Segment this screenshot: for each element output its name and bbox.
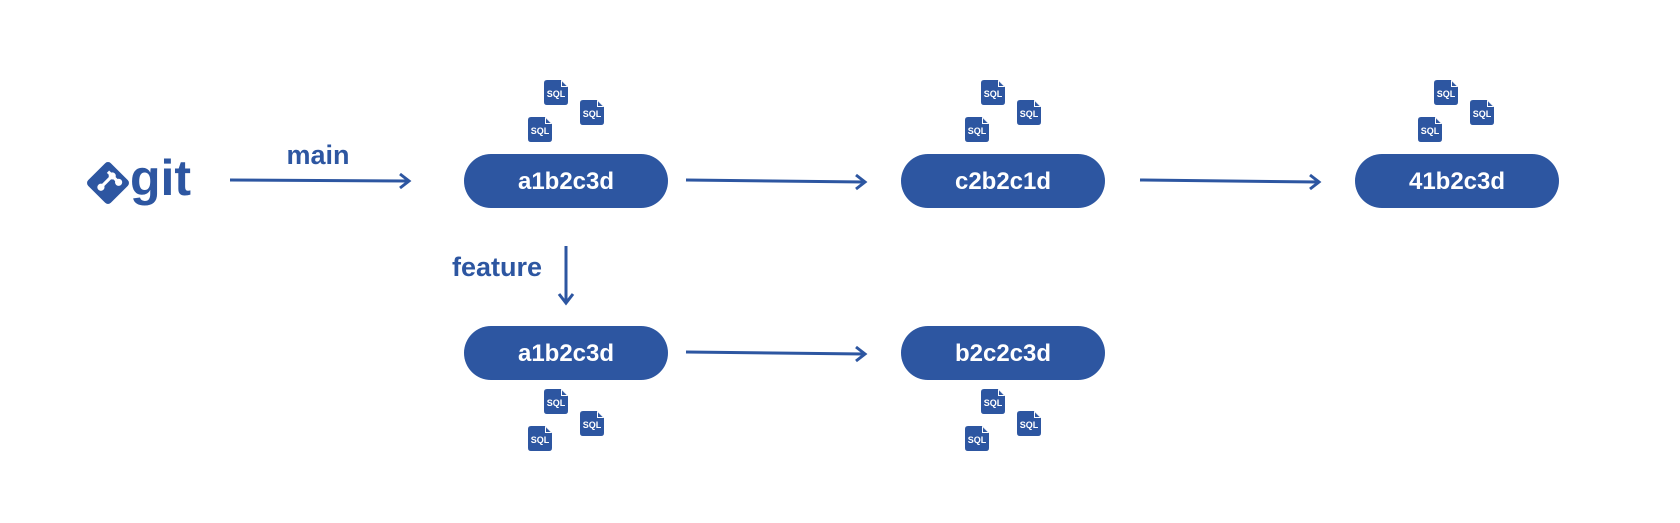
arrow-main-to-feature: [557, 246, 575, 306]
commit-label: c2b2c1d: [955, 168, 1051, 195]
arrow-git-to-main: [229, 172, 412, 190]
svg-text:SQL: SQL: [1020, 109, 1039, 119]
svg-text:SQL: SQL: [968, 435, 987, 445]
sql-file-icon: SQL: [981, 80, 1005, 105]
svg-text:SQL: SQL: [531, 126, 550, 136]
sql-file-icon: SQL: [1017, 100, 1041, 125]
arrow-main-1-to-2: [685, 173, 868, 191]
sql-file-icon: SQL: [580, 100, 604, 125]
sql-file-icon: SQL: [544, 389, 568, 414]
sql-file-icon: SQL: [528, 426, 552, 451]
sql-file-icon: SQL: [580, 411, 604, 436]
sql-file-icon: SQL: [544, 80, 568, 105]
sql-file-group: SQL SQL SQL: [965, 389, 1041, 451]
svg-text:SQL: SQL: [547, 89, 566, 99]
sql-file-icon: SQL: [1434, 80, 1458, 105]
commit-node-main-2[interactable]: c2b2c1d: [901, 154, 1105, 208]
svg-text:SQL: SQL: [583, 109, 602, 119]
sql-file-icon: SQL: [1470, 100, 1494, 125]
svg-text:SQL: SQL: [984, 89, 1003, 99]
sql-file-icon: SQL: [981, 389, 1005, 414]
svg-text:SQL: SQL: [1421, 126, 1440, 136]
svg-text:SQL: SQL: [1473, 109, 1492, 119]
arrow-feature-1-to-2: [685, 345, 868, 363]
sql-file-icon: SQL: [965, 426, 989, 451]
git-logo: git: [87, 150, 191, 206]
commit-node-main-3[interactable]: 41b2c3d: [1355, 154, 1559, 208]
svg-text:SQL: SQL: [1020, 420, 1039, 430]
sql-file-icon: SQL: [1418, 117, 1442, 142]
commit-node-feature-1[interactable]: a1b2c3d: [464, 326, 668, 380]
commit-label: b2c2c3d: [955, 340, 1051, 367]
branch-label-main: main: [286, 140, 349, 170]
svg-text:SQL: SQL: [583, 420, 602, 430]
git-logo-text: git: [130, 150, 191, 206]
svg-text:SQL: SQL: [984, 398, 1003, 408]
commit-label: a1b2c3d: [518, 340, 614, 367]
sql-file-group: SQL SQL SQL: [1418, 80, 1494, 142]
git-logo-icon: [87, 162, 129, 204]
commit-label: a1b2c3d: [518, 168, 614, 195]
svg-text:SQL: SQL: [968, 126, 987, 136]
branch-label-feature: feature: [452, 252, 542, 282]
sql-file-group: SQL SQL SQL: [528, 389, 604, 451]
commit-node-main-1[interactable]: a1b2c3d: [464, 154, 668, 208]
commit-node-feature-2[interactable]: b2c2c3d: [901, 326, 1105, 380]
sql-file-icon: SQL: [965, 117, 989, 142]
svg-text:SQL: SQL: [1437, 89, 1456, 99]
sql-file-icon: SQL: [1017, 411, 1041, 436]
svg-text:SQL: SQL: [547, 398, 566, 408]
sql-file-group: SQL SQL SQL: [528, 80, 604, 142]
commit-label: 41b2c3d: [1409, 168, 1505, 195]
svg-text:SQL: SQL: [531, 435, 550, 445]
sql-file-group: SQL SQL SQL: [965, 80, 1041, 142]
sql-file-icon: SQL: [528, 117, 552, 142]
arrow-main-2-to-3: [1139, 173, 1322, 191]
